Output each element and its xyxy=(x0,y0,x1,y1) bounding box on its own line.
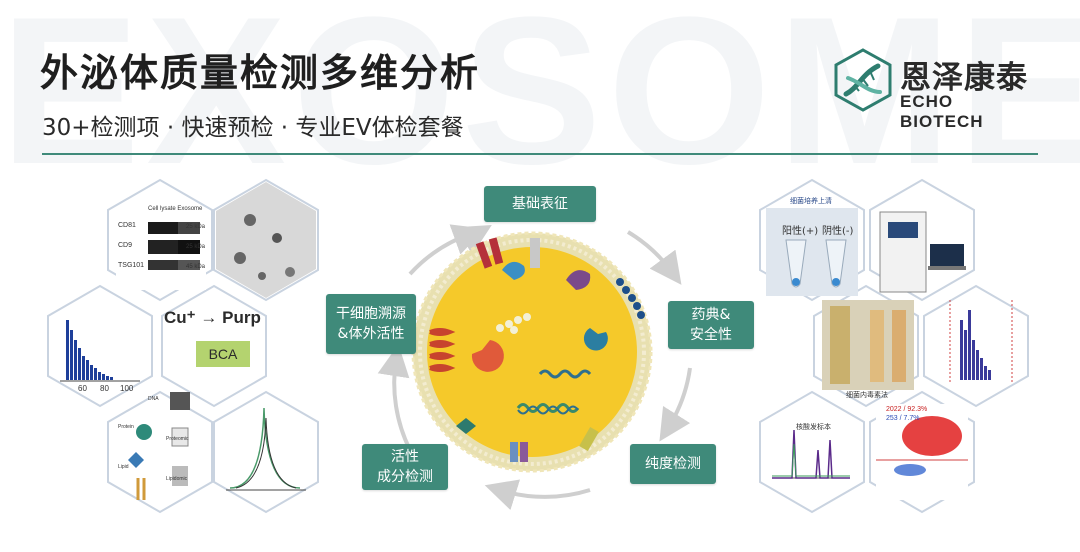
wb-kda: 25 kDa xyxy=(186,244,206,250)
category-stem-cell-tracing[interactable]: 干细胞溯源 &体外活性 xyxy=(326,294,416,354)
sterility-tubes-panel xyxy=(766,208,858,296)
flow-cytometry-panel xyxy=(876,404,968,500)
omics-label: DNA xyxy=(148,396,159,402)
protein-icon xyxy=(471,340,504,372)
flow-quadrant-q1: 2022 / 92.3% xyxy=(886,406,928,413)
chromatogram-panel xyxy=(226,407,306,491)
western-blot-lanes: Cell lysate Exosome xyxy=(148,206,202,212)
size-histogram-panel xyxy=(949,300,1013,382)
lipid-beads xyxy=(496,313,531,334)
wb-lane: Cell lysate xyxy=(148,206,176,212)
page-subtitle: 30+检测项 · 快速预检 · 专业EV体检套餐 xyxy=(42,115,464,141)
omics-label: Lipid xyxy=(118,464,129,470)
omics-label: Proteomic xyxy=(166,436,189,442)
dna-helix-logo-icon xyxy=(834,48,892,112)
category-label: 药典& xyxy=(691,307,731,323)
bca-product: Purp xyxy=(222,308,261,327)
omics-label: Lipidomic xyxy=(166,476,188,482)
nta-tick: 100 xyxy=(120,384,134,393)
tem-image-panel xyxy=(216,182,316,298)
hplc-title: 核酸发标本 xyxy=(796,423,831,431)
logo-name-cn: 恩泽康泰 xyxy=(900,60,1028,96)
nta-tick: 60 xyxy=(78,384,87,393)
wb-label: CD81 xyxy=(118,222,136,229)
category-purity[interactable]: 纯度检测 xyxy=(630,444,716,484)
tube-negative-label: 阴性(-) xyxy=(822,226,854,237)
nta-tick: 80 xyxy=(100,384,109,393)
analysis-diagram: 基础表征 药典& 安全性 纯度检测 活性 成分检测 干细胞溯源 &体外活性 xyxy=(0,160,1080,552)
western-blot-panel xyxy=(116,216,206,290)
category-pharmacopeia-safety[interactable]: 药典& 安全性 xyxy=(668,301,754,349)
wb-kda: 25 kDa xyxy=(186,224,206,230)
flow-quadrant-q2: 253 / 7.7% xyxy=(886,415,920,422)
background-watermark: EXOSOME xyxy=(0,0,1080,208)
right-hex-panels xyxy=(759,178,1029,514)
omics-panel xyxy=(128,392,190,500)
category-label: &体外活性 xyxy=(337,326,405,342)
lal-caption: 细菌内毒素法 xyxy=(846,391,888,399)
bca-reactant: Cu⁺ xyxy=(164,308,196,327)
bca-label-box: BCA xyxy=(196,341,250,367)
wb-label: CD9 xyxy=(118,242,133,249)
membrane-receptor-icon xyxy=(475,241,493,269)
enzyme-icon xyxy=(583,328,608,351)
transmembrane-helix-icon xyxy=(429,328,456,372)
endotoxin-tubes-panel xyxy=(822,300,914,390)
category-basic-characterization[interactable]: 基础表征 xyxy=(484,186,596,222)
bca-reaction-text: Cu⁺ → Purp xyxy=(164,308,261,328)
logo-name-en: ECHO BIOTECH xyxy=(900,92,984,131)
sterility-caption: 细菌培养上清 xyxy=(790,197,832,205)
cycle-arrows xyxy=(377,224,692,511)
category-label: 纯度检测 xyxy=(645,456,701,472)
category-label: 成分检测 xyxy=(377,469,433,485)
category-label: 安全性 xyxy=(690,327,732,343)
left-hex-panels xyxy=(47,178,319,514)
wb-kda: 45 kDa xyxy=(186,264,206,270)
arrow-right-icon: → xyxy=(200,308,218,327)
tube-positive-label: 阳性(+) xyxy=(782,226,819,237)
category-label: 活性 xyxy=(391,449,419,465)
surface-protein-icon xyxy=(502,261,525,280)
header-divider xyxy=(42,153,1038,155)
wb-label: TSG101 xyxy=(118,262,145,269)
rna-strand-icon xyxy=(538,369,592,379)
nta-histogram-panel xyxy=(60,320,140,382)
hplc-chromatogram-panel xyxy=(772,429,850,479)
omics-label: Protein xyxy=(118,424,134,430)
company-logo: 恩泽康泰 ECHO BIOTECH xyxy=(832,48,1042,131)
membrane-channel-icon xyxy=(530,238,540,268)
wb-lane: Exosome xyxy=(177,206,203,212)
category-label: 基础表征 xyxy=(512,196,568,212)
category-active-components[interactable]: 活性 成分检测 xyxy=(362,444,448,490)
exosome-vesicle xyxy=(411,231,653,473)
phosphate-chain-icon xyxy=(616,278,645,319)
page-title: 外泌体质量检测多维分析 xyxy=(40,51,481,95)
analyzer-instrument-panel xyxy=(879,211,966,293)
category-label: 干细胞溯源 xyxy=(336,306,406,322)
dna-strand-icon xyxy=(516,403,580,413)
